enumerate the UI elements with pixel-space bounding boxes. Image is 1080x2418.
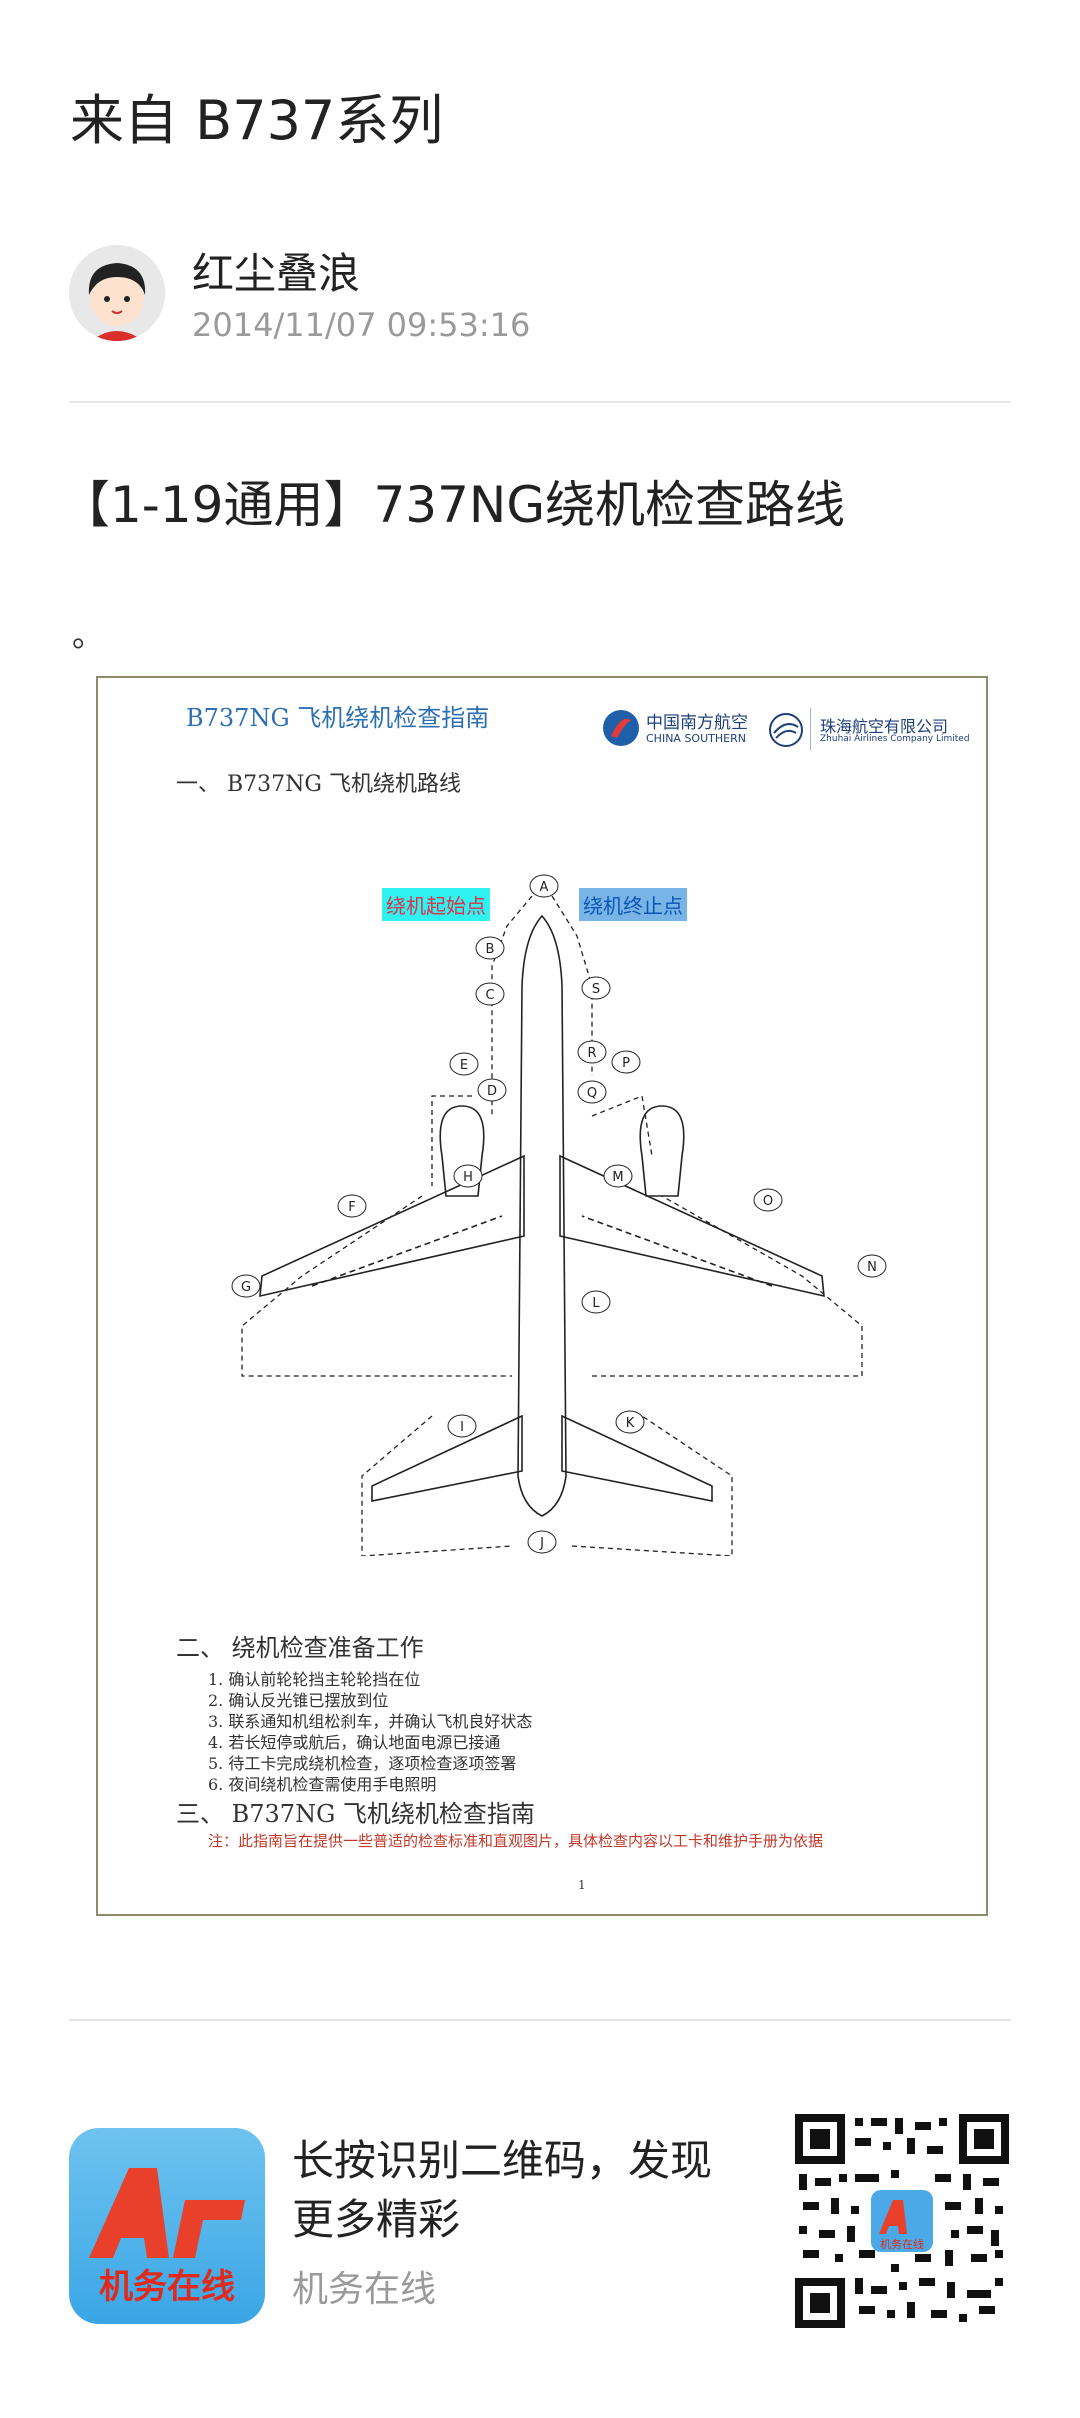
end-point-tag: 绕机终止点 xyxy=(579,888,687,921)
logo-separator xyxy=(810,708,811,750)
svg-text:I: I xyxy=(460,1420,464,1435)
route-point-p: P xyxy=(611,1050,641,1074)
svg-text:E: E xyxy=(460,1058,468,1073)
svg-text:M: M xyxy=(612,1170,623,1185)
zhuhai-airlines-logo-icon xyxy=(769,713,803,747)
svg-text:N: N xyxy=(867,1260,877,1275)
divider xyxy=(69,2019,1011,2021)
svg-text:A: A xyxy=(540,880,549,895)
airline1-cn: 中国南方航空 xyxy=(646,713,748,733)
svg-text:F: F xyxy=(348,1200,355,1215)
app-logo-icon[interactable]: 机务在线 xyxy=(69,2128,265,2324)
china-southern-logo-icon xyxy=(603,710,639,746)
author-name[interactable]: 红尘叠浪 xyxy=(192,249,361,298)
route-point-s: S xyxy=(581,976,611,1000)
route-point-j: J xyxy=(527,1530,557,1554)
svg-text:R: R xyxy=(587,1046,596,1061)
prep-step: 5. 待工卡完成绕机检查，逐项检查逐项签署 xyxy=(208,1754,517,1773)
svg-text:机务在线: 机务在线 xyxy=(99,2267,235,2307)
route-point-o: O xyxy=(753,1188,783,1212)
airline2-en: Zhuhai Airlines Company Limited xyxy=(820,734,970,744)
svg-text:机务在线: 机务在线 xyxy=(880,2237,924,2251)
route-point-a: A xyxy=(529,874,559,898)
prep-step: 1. 确认前轮轮挡主轮轮挡在位 xyxy=(208,1670,421,1689)
route-point-d: D xyxy=(477,1078,507,1102)
avatar[interactable] xyxy=(69,245,165,341)
svg-text:Q: Q xyxy=(587,1086,597,1101)
route-point-b: B xyxy=(475,936,505,960)
svg-text:P: P xyxy=(622,1056,630,1071)
svg-text:C: C xyxy=(485,988,494,1003)
account-name[interactable]: 机务在线 xyxy=(292,2269,437,2310)
svg-text:L: L xyxy=(592,1296,600,1311)
route-point-i: I xyxy=(447,1414,477,1438)
airline2-cn: 珠海航空有限公司 xyxy=(820,717,949,736)
document-note: 注：此指南旨在提供一些普适的检查标准和直观图片，具体检查内容以工卡和维护手册为依… xyxy=(208,1832,824,1850)
prep-step: 6. 夜间绕机检查需使用手电照明 xyxy=(208,1775,437,1794)
document-image[interactable]: B737NG 飞机绕机检查指南 中国南方航空 CHINA SOUTHERN 珠海… xyxy=(96,676,988,1916)
route-point-e: E xyxy=(449,1052,479,1076)
section2-heading: 二、 绕机检查准备工作 xyxy=(176,1634,424,1662)
start-point-tag: 绕机起始点 xyxy=(382,888,490,921)
page-number: 1 xyxy=(578,1878,586,1892)
aircraft-walkaround-diagram: A B C D E F G H I J K L M N O P Q R S xyxy=(231,874,887,1556)
post-timestamp: 2014/11/07 09:53:16 xyxy=(192,306,531,344)
route-point-g: G xyxy=(231,1274,261,1298)
svg-text:O: O xyxy=(763,1194,773,1209)
svg-text:J: J xyxy=(539,1536,544,1551)
svg-text:S: S xyxy=(592,982,600,997)
route-point-f: F xyxy=(337,1194,367,1218)
prep-step: 3. 联系通知机组松刹车，并确认飞机良好状态 xyxy=(208,1712,533,1731)
route-point-k: K xyxy=(615,1410,645,1434)
qr-code-icon[interactable]: 机务在线 xyxy=(795,2114,1009,2328)
prep-step: 2. 确认反光锥已摆放到位 xyxy=(208,1691,389,1710)
airline1-en: CHINA SOUTHERN xyxy=(646,732,746,745)
route-point-q: Q xyxy=(577,1080,607,1104)
route-point-c: C xyxy=(475,982,505,1006)
route-point-h: H xyxy=(453,1164,483,1188)
svg-text:H: H xyxy=(463,1170,473,1185)
route-point-n: N xyxy=(857,1254,887,1278)
route-point-m: M xyxy=(603,1164,633,1188)
section1-heading: 一、 B737NG 飞机绕机路线 xyxy=(176,772,461,797)
divider xyxy=(69,401,1011,403)
qr-prompt-line1: 长按识别二维码，发现 xyxy=(292,2136,713,2185)
svg-text:B: B xyxy=(486,942,495,957)
header-title[interactable]: 来自 B737系列 xyxy=(70,89,444,152)
article-title: 【1-19通用】737NG绕机检查路线 xyxy=(60,476,846,534)
svg-text:D: D xyxy=(487,1084,497,1099)
svg-text:K: K xyxy=(626,1416,635,1431)
route-point-l: L xyxy=(581,1290,611,1314)
prep-step: 4. 若长短停或航后，确认地面电源已接通 xyxy=(208,1733,501,1752)
section3-heading: 三、 B737NG 飞机绕机检查指南 xyxy=(176,1800,535,1828)
svg-text:G: G xyxy=(241,1280,251,1295)
qr-prompt-line2: 更多精彩 xyxy=(292,2195,461,2244)
document-title: B737NG 飞机绕机检查指南 xyxy=(186,704,490,732)
leading-text: 。 xyxy=(72,616,105,654)
route-point-r: R xyxy=(577,1040,607,1064)
avatar-girl-icon xyxy=(69,245,165,341)
